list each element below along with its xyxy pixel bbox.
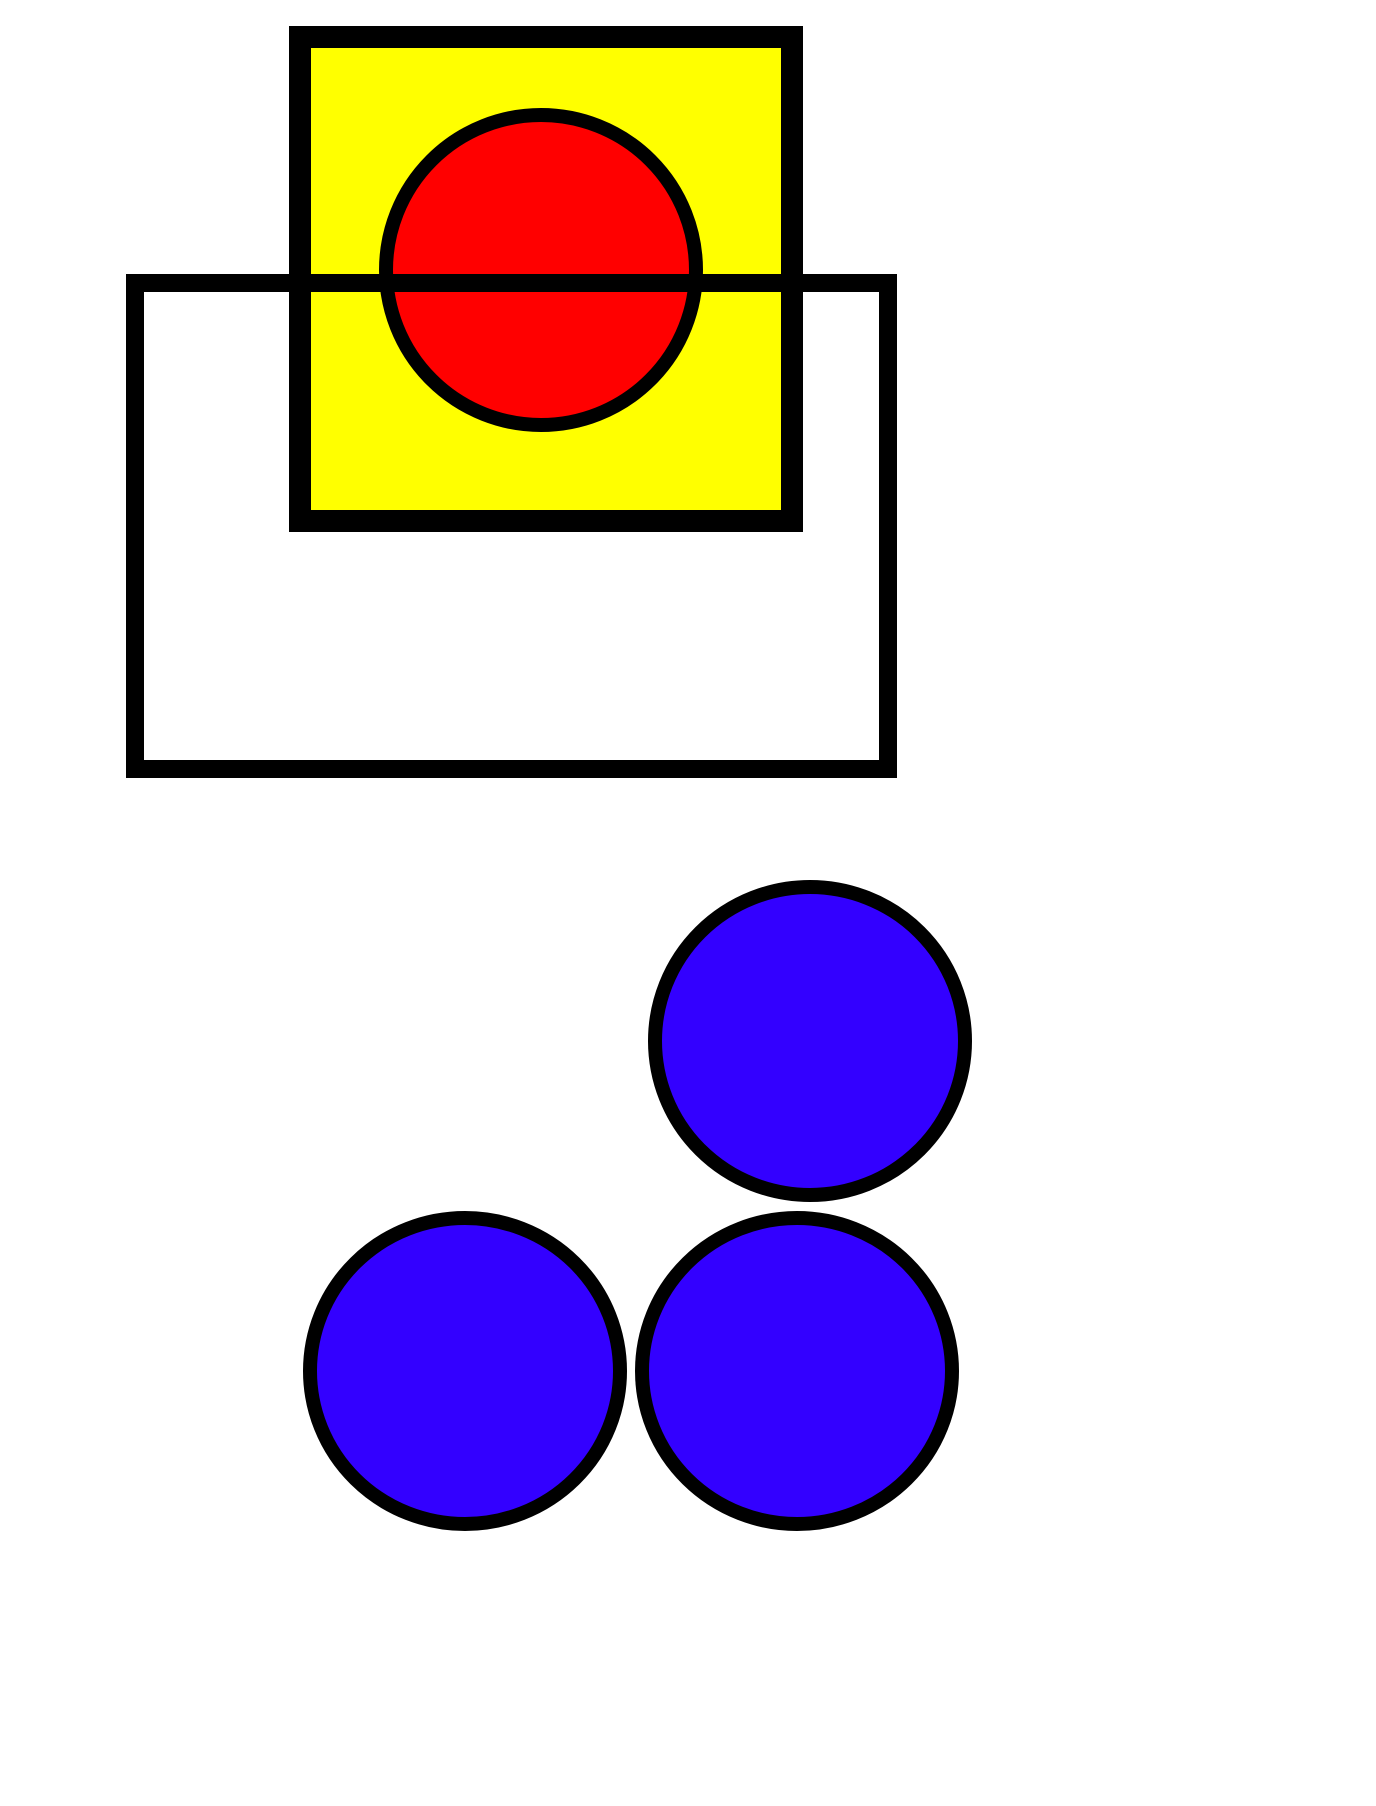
- blue-circle-bottom-right: [635, 1211, 959, 1531]
- blue-circle-top: [648, 880, 972, 1202]
- open-rectangle: [126, 274, 897, 778]
- red-circle: [379, 108, 703, 432]
- blue-circle-bottom-left: [303, 1211, 627, 1531]
